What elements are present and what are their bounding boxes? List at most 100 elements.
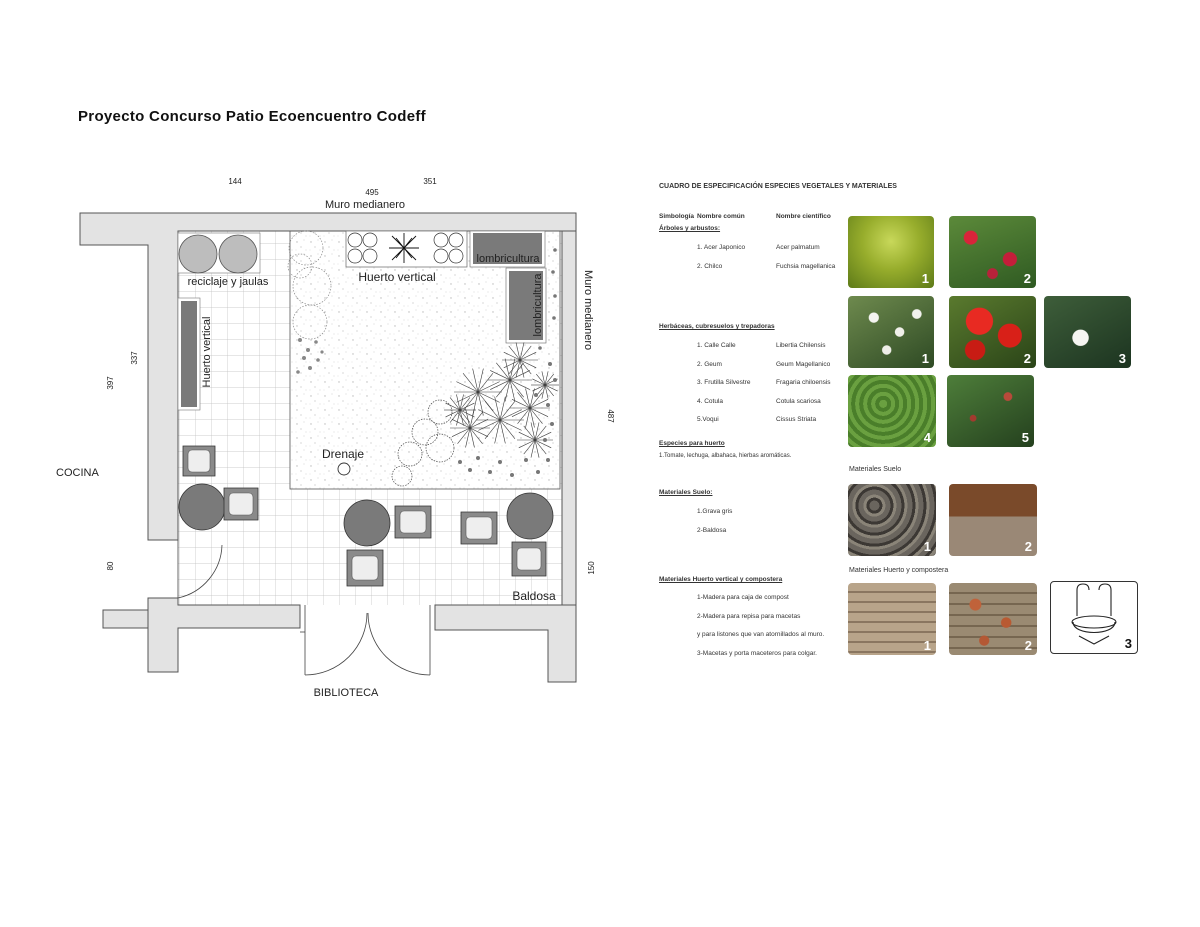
tree-2-common: 2. Chilco — [697, 263, 723, 270]
photo-geum: 2 — [949, 296, 1036, 368]
herb-4-scientific: Cotula scariosa — [776, 398, 821, 405]
herb-1-scientific: Libertia Chilensis — [776, 342, 826, 349]
col-symbology: Simbología — [659, 213, 695, 220]
photo-calle-calle: 1 — [848, 296, 934, 368]
library-door — [300, 605, 431, 676]
drain — [337, 462, 351, 476]
wall-bottom-left — [147, 597, 301, 673]
photo-compost-box: 1 — [848, 583, 936, 655]
ground-material-1: 1.Grava gris — [697, 508, 733, 515]
dim-left-337: 337 — [130, 351, 139, 365]
worm-box-right — [509, 271, 543, 340]
wall-top-label: Muro medianero — [325, 199, 405, 211]
col-common-name: Nombre común — [697, 213, 745, 220]
photo-voqui: 5 — [947, 375, 1034, 447]
photo-number: 2 — [1023, 351, 1031, 366]
herb-1-common: 1. Calle Calle — [697, 342, 736, 349]
photo-number: 2 — [1024, 539, 1032, 554]
photo-frutilla: 3 — [1044, 296, 1131, 368]
dim-left-397: 397 — [106, 376, 115, 390]
herb-3-scientific: Fragaria chiloensis — [776, 379, 831, 386]
compost-materials-title: Materiales Huerto vertical y compostera — [659, 576, 783, 583]
photo-number: 1 — [923, 638, 931, 653]
star-plant — [454, 368, 502, 416]
zone-tiles: Baldosa — [512, 589, 556, 603]
wall-bottom-right — [434, 604, 577, 683]
caption-ground: Materiales Suelo — [849, 466, 902, 473]
page-title: Proyecto Concurso Patio Ecoencuentro Cod… — [78, 108, 426, 125]
recycling-bins — [177, 232, 261, 274]
zone-vertical-garden-left: Huerto vertical — [201, 317, 213, 388]
dim-left-80: 80 — [106, 561, 115, 570]
trees-title: Árboles y arbustos: — [659, 225, 721, 232]
compost-material-2: 2-Madera para repisa para macetas — [697, 613, 801, 620]
star-plant — [444, 394, 476, 426]
dim-top-144: 144 — [228, 177, 242, 186]
star-plant — [510, 388, 550, 428]
kitchen-door — [177, 540, 223, 599]
star-plant — [476, 396, 524, 444]
shrubs — [287, 230, 332, 340]
wall-right-label: Muro medianero — [582, 270, 594, 350]
herbs-title: Herbáceas, cubresuelos y trepadoras — [659, 323, 775, 330]
room-library: BIBLIOTECA — [314, 687, 379, 699]
star-plant — [488, 358, 532, 402]
tree-2-scientific: Fuchsia magellanica — [776, 263, 836, 270]
dim-top-495: 495 — [365, 188, 379, 197]
compost-material-3: 3-Macetas y porta maceteros para colgar. — [697, 650, 817, 657]
photo-shelf-pots: 2 — [949, 583, 1037, 655]
photo-number: 3 — [1124, 636, 1132, 651]
dim-right-487: 487 — [606, 409, 615, 423]
herb-3-common: 3. Frutilla Silvestre — [697, 379, 751, 386]
dotted-shrubs-right — [391, 399, 455, 487]
spec-heading: CUADRO DE ESPECIFICACIÓN ESPECIES VEGETA… — [659, 183, 897, 190]
worm-box-top — [473, 233, 542, 264]
star-plant — [450, 408, 490, 448]
photo-number: 3 — [1118, 351, 1126, 366]
ground-material-2: 2-Baldosa — [697, 527, 727, 534]
photo-tiles: 2 — [949, 484, 1037, 556]
herb-5-scientific: Cissus Striata — [776, 416, 817, 423]
photo-number: 2 — [1023, 271, 1031, 286]
star-plant — [502, 342, 538, 378]
groundcover-left — [296, 338, 324, 374]
photo-number: 1 — [921, 271, 929, 286]
photo-acer-japonico: 1 — [848, 216, 934, 288]
floor-plan: 144 495 351 Muro medianero Muro medianer… — [56, 177, 615, 699]
photo-number: 1 — [923, 539, 931, 554]
star-plant — [517, 422, 553, 458]
vertical-garden-left — [181, 301, 197, 407]
dim-right-150: 150 — [587, 561, 596, 575]
zone-recycling: reciclaje y jaulas — [188, 276, 269, 288]
photo-pot-holder: 3 — [1050, 581, 1138, 654]
garden-species-title: Especies para huerto — [659, 440, 725, 447]
tree-1-scientific: Acer palmatum — [776, 244, 820, 251]
caption-garden: Materiales Huerto y compostera — [849, 567, 949, 574]
photo-number: 5 — [1021, 430, 1029, 445]
wall-right — [561, 230, 577, 607]
photo-chilco: 2 — [949, 216, 1036, 288]
herb-2-scientific: Geum Magellanico — [776, 361, 831, 368]
photo-cotula: 4 — [848, 375, 936, 447]
ground-materials-title: Materiales Suelo: — [659, 489, 713, 496]
compost-material-2b: y para listones que van atornillados al … — [697, 631, 825, 638]
col-scientific-name: Nombre científico — [776, 213, 831, 220]
herb-4-common: 4. Cotula — [697, 398, 724, 405]
photo-number: 1 — [921, 351, 929, 366]
photo-gravel: 1 — [848, 484, 936, 556]
tree-1-common: 1. Acer Japonico — [697, 244, 746, 251]
furniture — [178, 445, 554, 587]
zone-worms-right: lombricultura — [532, 273, 544, 337]
star-plants — [444, 342, 559, 458]
photo-number: 4 — [923, 430, 931, 445]
zone-drain: Drenaje — [322, 447, 364, 461]
photo-number: 2 — [1024, 638, 1032, 653]
zone-worms-top: lombricultura — [477, 253, 541, 265]
zone-vertical-garden-top: Huerto vertical — [358, 270, 435, 284]
compost-material-1: 1-Madera para caja de compost — [697, 594, 789, 601]
herb-5-common: 5.Voqui — [697, 416, 719, 423]
herb-2-common: 2. Geum — [697, 361, 722, 368]
garden-species-text: 1.Tomate, lechuga, albahaca, hierbas aro… — [659, 453, 792, 459]
pot-holder-icon — [1071, 583, 1117, 645]
room-kitchen: COCINA — [56, 467, 99, 479]
